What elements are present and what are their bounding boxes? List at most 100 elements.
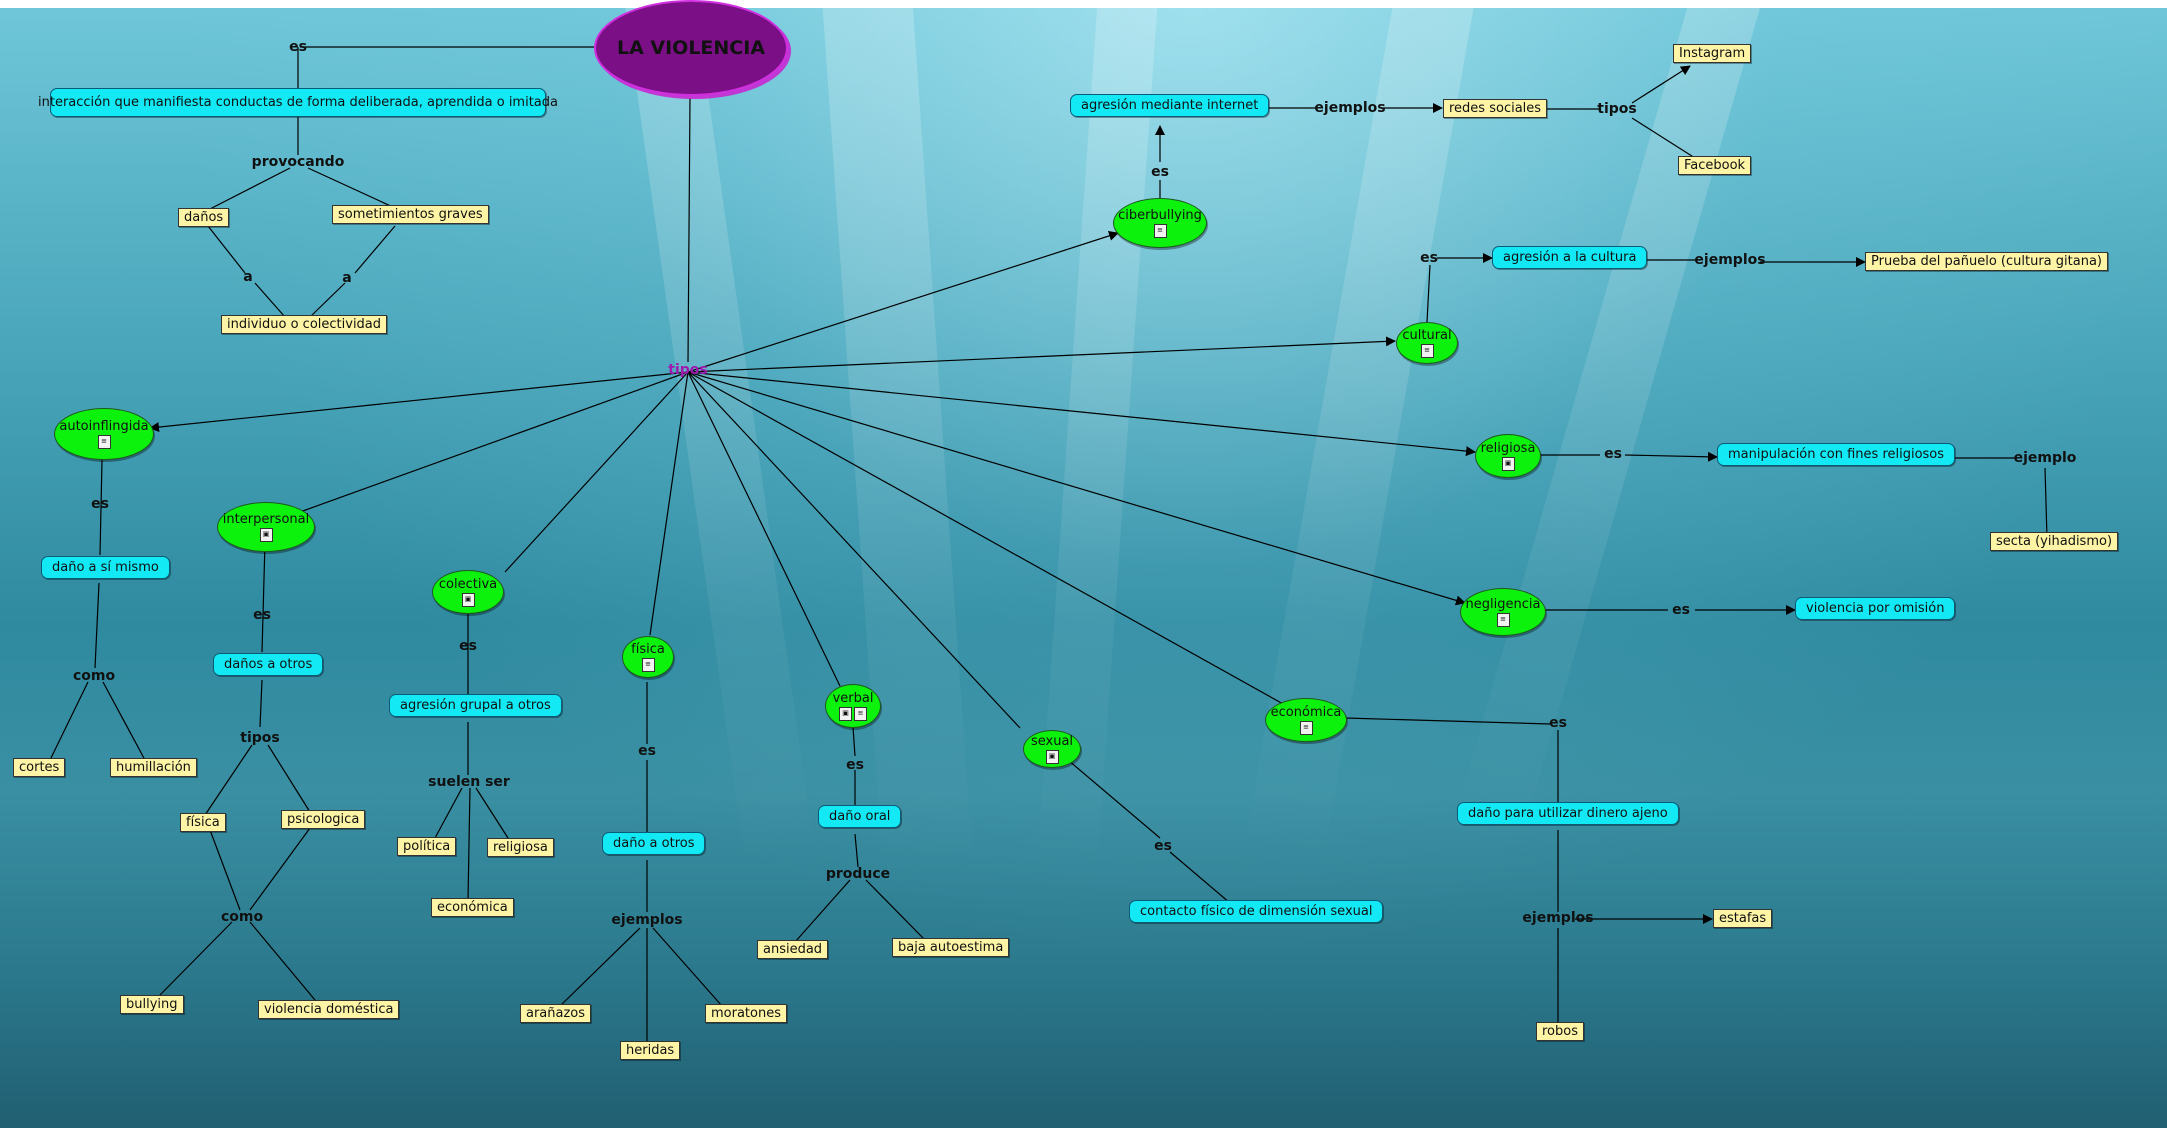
type-negligencia[interactable]: negligencia ≡	[1460, 588, 1546, 636]
connection-lines	[49, 46, 2048, 1043]
example-instagram[interactable]: Instagram	[1673, 44, 1752, 63]
example-individuo[interactable]: individuo o colectividad	[221, 315, 388, 334]
label-es: es	[846, 757, 864, 773]
document-icon[interactable]: ≡	[641, 658, 655, 672]
concept-violencia-omision[interactable]: violencia por omisión	[1795, 597, 1956, 620]
concept-manipulacion[interactable]: manipulación con fines religiosos	[1717, 443, 1956, 466]
type-label: física	[631, 642, 665, 657]
label-es: es	[1672, 602, 1690, 618]
type-label: ciberbullying	[1118, 208, 1202, 223]
example-heridas[interactable]: heridas	[620, 1041, 681, 1060]
example-moratones[interactable]: moratones	[705, 1004, 787, 1023]
type-verbal[interactable]: verbal ▣≡	[825, 684, 881, 728]
type-religiosa[interactable]: religiosa ▣	[1475, 434, 1541, 478]
type-label: colectiva	[438, 577, 498, 592]
label-es: es	[289, 39, 307, 55]
type-label: cultural	[1402, 328, 1452, 343]
type-label: interpersonal	[222, 512, 310, 527]
example-bullying[interactable]: bullying	[120, 995, 184, 1014]
type-sexual[interactable]: sexual ▣	[1023, 730, 1081, 768]
label-como: como	[72, 668, 116, 684]
concept-agresion-internet[interactable]: agresión mediante internet	[1070, 94, 1270, 117]
label-tipos-center: tipos	[668, 362, 708, 378]
label-tipos: tipos	[240, 730, 280, 746]
type-label: sexual	[1030, 734, 1074, 749]
document-icon[interactable]: ≡	[97, 435, 111, 449]
label-ejemplo: ejemplo	[2013, 450, 2077, 466]
example-sometimientos[interactable]: sometimientos graves	[332, 205, 489, 224]
label-es: es	[638, 743, 656, 759]
example-redes-sociales[interactable]: redes sociales	[1443, 99, 1548, 118]
example-estafas[interactable]: estafas	[1713, 909, 1773, 928]
label-a: a	[243, 269, 253, 285]
label-a: a	[342, 270, 352, 286]
label-es: es	[1151, 164, 1169, 180]
label-suelen-ser: suelen ser	[428, 774, 510, 790]
document-icon[interactable]: ≡	[1420, 344, 1434, 358]
label-provocando: provocando	[251, 154, 345, 170]
type-label: religiosa	[1480, 441, 1536, 456]
example-politica[interactable]: política	[397, 837, 457, 856]
label-es: es	[1604, 446, 1622, 462]
underwater-background	[0, 8, 2167, 1128]
example-secta[interactable]: secta (yihadismo)	[1990, 532, 2119, 551]
type-interpersonal[interactable]: interpersonal ▣	[217, 502, 315, 552]
label-produce: produce	[825, 866, 891, 882]
label-es: es	[91, 496, 109, 512]
image-icon[interactable]: ▣	[461, 593, 475, 607]
example-violencia-domestica[interactable]: violencia doméstica	[258, 1000, 400, 1019]
example-religiosa-colec[interactable]: religiosa	[487, 838, 554, 857]
label-ejemplos: ejemplos	[1314, 100, 1386, 116]
type-economica[interactable]: económica ≡	[1265, 698, 1347, 742]
image-icon[interactable]: ▣	[839, 707, 852, 721]
document-icon[interactable]: ≡	[854, 707, 867, 721]
concept-contacto-fisico[interactable]: contacto físico de dimensión sexual	[1129, 900, 1384, 923]
example-panuelo[interactable]: Prueba del pañuelo (cultura gitana)	[1865, 252, 2108, 271]
image-icon[interactable]: ▣	[1501, 457, 1515, 471]
example-fisica-inter[interactable]: física	[180, 813, 226, 832]
concept-danos-otros[interactable]: daños a otros	[213, 653, 324, 676]
label-ejemplos: ejemplos	[1694, 252, 1766, 268]
concept-dano-dinero[interactable]: daño para utilizar dinero ajeno	[1457, 802, 1679, 825]
concept-dano-si-mismo[interactable]: daño a sí mismo	[41, 556, 170, 579]
label-ejemplos: ejemplos	[611, 912, 683, 928]
example-cortes[interactable]: cortes	[13, 758, 66, 777]
concept-definicion[interactable]: interacción que manifiesta conductas de …	[38, 88, 558, 117]
type-fisica[interactable]: física ≡	[622, 636, 674, 678]
concept-agresion-cultura[interactable]: agresión a la cultura	[1492, 246, 1648, 269]
example-psicologica[interactable]: psicologica	[281, 810, 366, 829]
example-danos[interactable]: daños	[178, 208, 230, 227]
example-facebook[interactable]: Facebook	[1678, 156, 1752, 175]
image-icon[interactable]: ▣	[259, 528, 273, 542]
map-title[interactable]: LA VIOLENCIA	[594, 0, 788, 96]
label-tipos: tipos	[1597, 101, 1637, 117]
label-es: es	[1154, 838, 1172, 854]
label-es: es	[253, 607, 271, 623]
label-es: es	[1549, 715, 1567, 731]
type-ciberbullying[interactable]: ciberbullying ≡	[1113, 198, 1207, 248]
concept-agresion-grupal[interactable]: agresión grupal a otros	[389, 694, 562, 717]
label-como: como	[220, 909, 264, 925]
document-icon[interactable]: ≡	[1299, 721, 1313, 735]
type-colectiva[interactable]: colectiva ▣	[432, 570, 504, 614]
type-cultural[interactable]: cultural ≡	[1396, 322, 1458, 364]
type-label: económica	[1270, 705, 1342, 720]
document-icon[interactable]: ≡	[1496, 613, 1510, 627]
label-es: es	[1420, 250, 1438, 266]
example-economica-colec[interactable]: económica	[431, 898, 514, 917]
type-label: verbal	[832, 691, 874, 706]
type-autoinflingida[interactable]: autoinflingida ≡	[54, 408, 154, 460]
example-robos[interactable]: robos	[1536, 1022, 1584, 1041]
type-label: negligencia	[1465, 597, 1541, 612]
document-icon[interactable]: ≡	[1153, 224, 1167, 238]
type-label: autoinflingida	[59, 419, 149, 434]
example-humillacion[interactable]: humillación	[110, 758, 197, 777]
example-baja-autoestima[interactable]: baja autoestima	[892, 938, 1010, 957]
image-icon[interactable]: ▣	[1045, 750, 1059, 764]
concept-dano-oral[interactable]: daño oral	[818, 805, 902, 828]
example-ansiedad[interactable]: ansiedad	[757, 940, 829, 959]
example-aranazos[interactable]: arañazos	[520, 1004, 592, 1023]
label-ejemplos: ejemplos	[1522, 910, 1594, 926]
concept-dano-otros-fis[interactable]: daño a otros	[602, 832, 706, 855]
